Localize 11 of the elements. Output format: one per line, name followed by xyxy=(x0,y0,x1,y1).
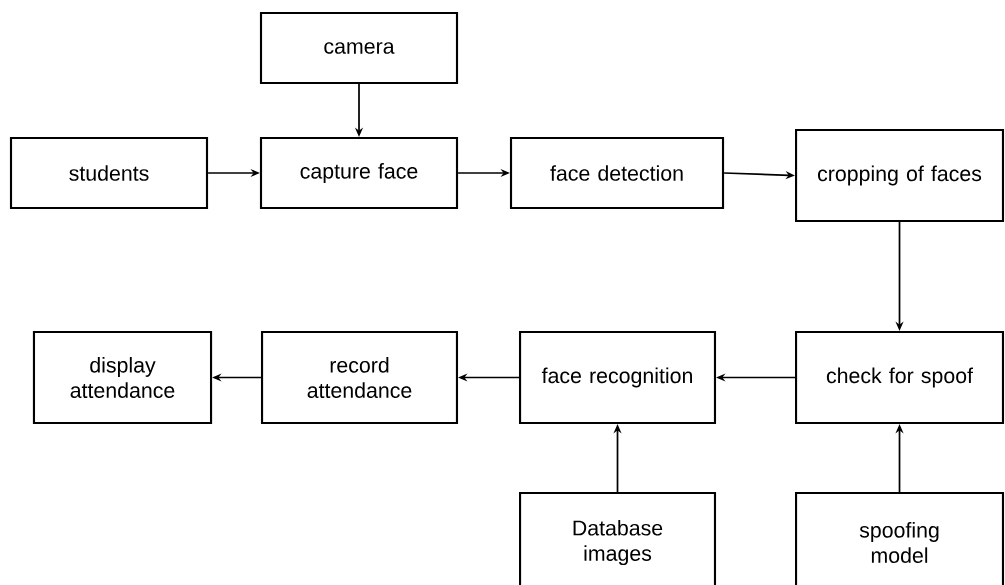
process-box: record attendance xyxy=(260,330,459,425)
process-box: students xyxy=(9,136,209,210)
process-box: face detection xyxy=(509,136,725,210)
process-box: capture face xyxy=(259,136,459,210)
process-box: face recognition xyxy=(518,330,717,425)
process-box: Database images xyxy=(518,491,717,585)
process-box: check for spoof xyxy=(794,330,1005,425)
process-box: display attendance xyxy=(32,330,213,425)
process-box: cropping of faces xyxy=(794,128,1005,223)
process-box: spoofing model xyxy=(794,491,1005,585)
process-box: camera xyxy=(259,11,459,85)
